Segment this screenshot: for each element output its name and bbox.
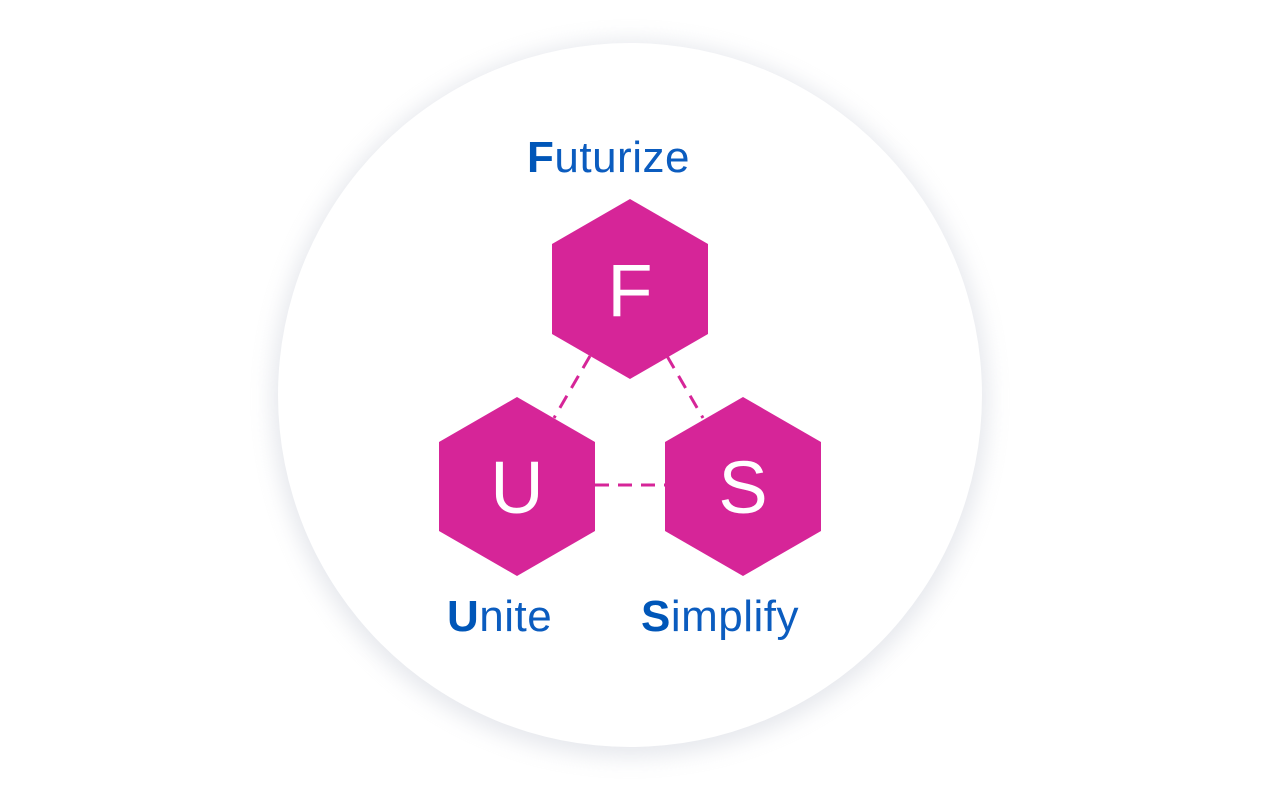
hexagon-f-letter: F: [607, 249, 652, 332]
hexagon-u-shape: [439, 397, 595, 576]
label-simplify-initial: S: [641, 592, 671, 641]
hexagon-node-s: S: [665, 397, 821, 576]
hexagon-u-letter: U: [490, 446, 543, 529]
hexagon-node-u: U: [439, 397, 595, 576]
label-unite: Unite: [447, 595, 552, 639]
label-futurize-rest: uturize: [554, 133, 690, 182]
connector-f-s: [665, 355, 705, 419]
hexagon-s-shape: [665, 397, 821, 576]
hexagon-s-letter: S: [718, 446, 767, 529]
label-unite-initial: U: [447, 592, 480, 641]
background-circle: [278, 43, 982, 747]
connector-f-u: [552, 355, 592, 419]
hexagon-node-f: F: [552, 199, 708, 379]
label-futurize: Futurize: [527, 136, 690, 180]
label-futurize-initial: F: [527, 133, 555, 182]
label-unite-rest: nite: [479, 592, 553, 641]
label-simplify-rest: implify: [670, 592, 800, 641]
label-simplify: Simplify: [641, 595, 799, 639]
hexagon-f-shape: [552, 199, 708, 379]
